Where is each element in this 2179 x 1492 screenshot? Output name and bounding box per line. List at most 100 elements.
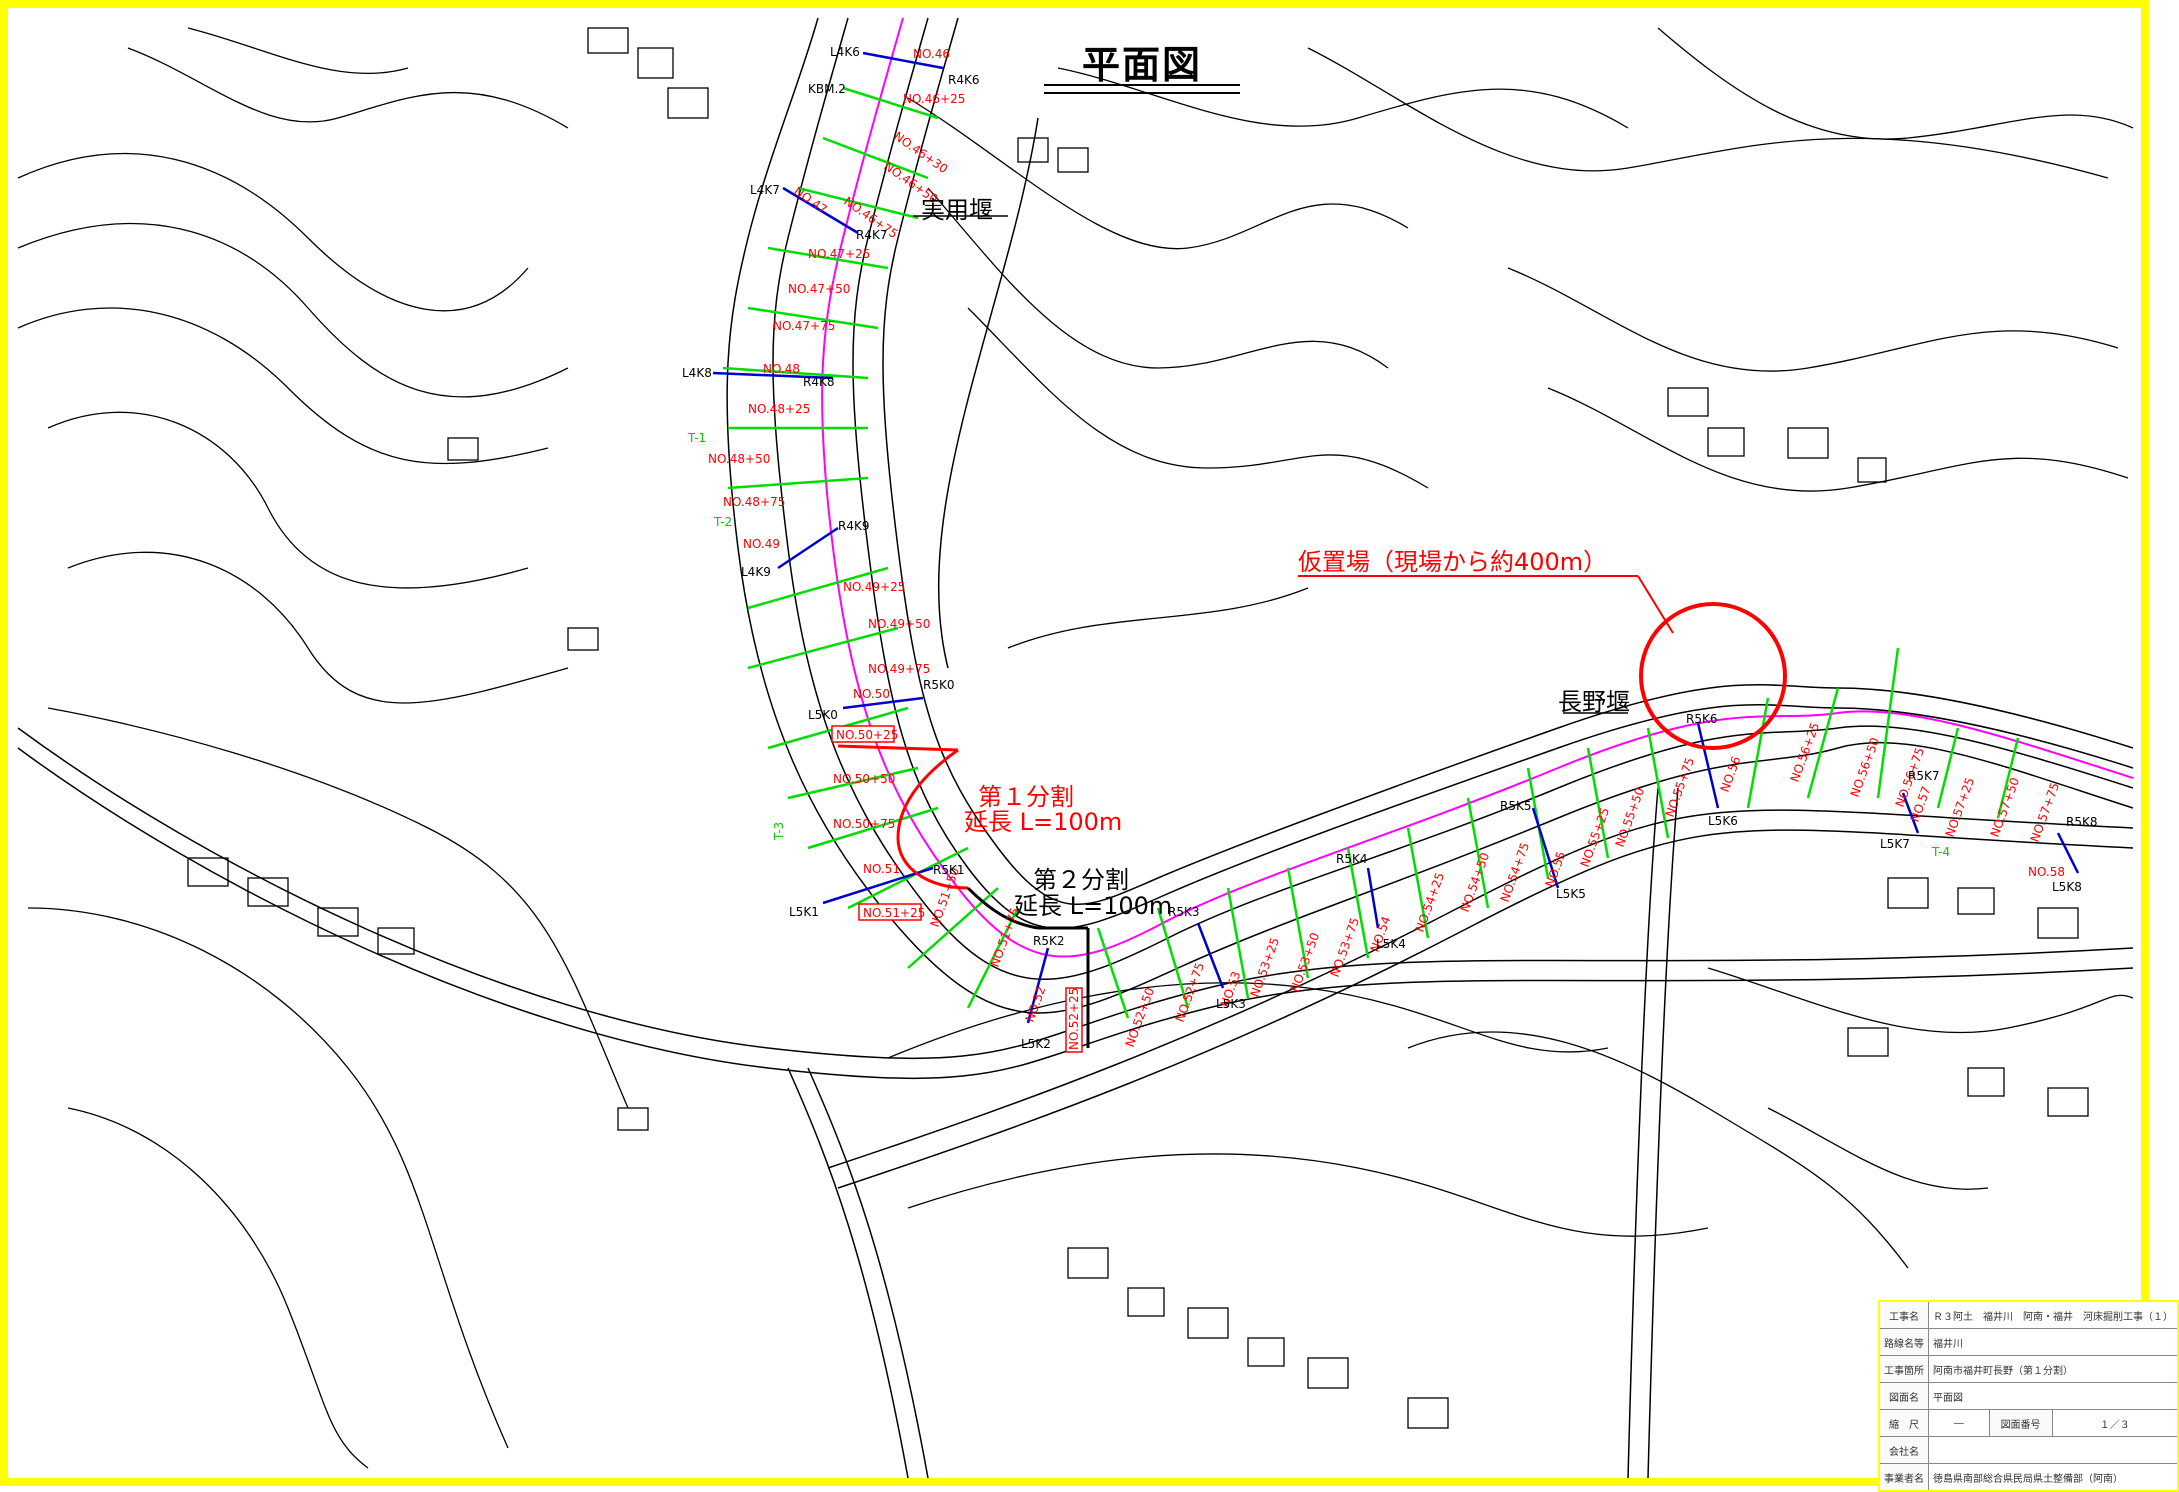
t-mark: T-2 — [713, 515, 732, 529]
benchmark-label-right: R5K8 — [2066, 815, 2097, 829]
division1-arc — [896, 748, 969, 890]
cross-section-lines — [722, 86, 2020, 1019]
title-block-row: 路線名等 福井川 — [1878, 1328, 2179, 1356]
station-label: NO.46 — [913, 47, 950, 61]
station-label: NO.50+50 — [833, 772, 895, 786]
weir-jitsuyo-label: 実用堰 — [921, 196, 993, 224]
division2-arc — [966, 886, 1039, 930]
benchmark-label-left: L5K2 — [1021, 1037, 1051, 1051]
benchmark-label-left: L5K7 — [1880, 837, 1910, 851]
title-block-key: 路線名等 — [1878, 1328, 1929, 1356]
boxed-station-label: NO.50+25 — [836, 728, 898, 742]
benchmark-label-left: L5K0 — [808, 708, 838, 722]
benchmark-label-right: R5K4 — [1336, 852, 1367, 866]
benchmark-label-left: L4K9 — [741, 565, 771, 579]
title-block-value: 平面図 — [1928, 1382, 2179, 1410]
benchmark-label-right: R5K0 — [923, 678, 954, 692]
title-block-key: 縮 尺 — [1878, 1409, 1929, 1437]
station-label: NO.53+50 — [1288, 931, 1322, 994]
station-label: NO.53+25 — [1248, 936, 1282, 999]
benchmark-label-right: R5K2 — [1033, 934, 1064, 948]
annotations: 実用堰 長野堰 仮置場（現場から約400m） 第１分割 延長 L=100m 第２… — [921, 196, 1630, 920]
title-block-value: 阿南市福井町長野（第１分割） — [1928, 1355, 2179, 1383]
division1-start-line — [837, 744, 959, 752]
benchmark-label-left: L4K8 — [682, 366, 712, 380]
title-block-row: 工事名 Ｒ３阿土 福井川 阿南・福井 河床掘削工事（１） — [1878, 1300, 2179, 1329]
title-block-table: 工事名 Ｒ３阿土 福井川 阿南・福井 河床掘削工事（１） 路線名等 福井川 工事… — [1878, 1300, 2179, 1492]
benchmark-label-left: L5K6 — [1708, 814, 1738, 828]
benchmark-label-right: R5K3 — [1168, 905, 1199, 919]
title-block-value — [1928, 1436, 2179, 1464]
benchmark-label-left: L5K1 — [789, 905, 819, 919]
station-label: NO.48 — [763, 362, 800, 376]
station-label: NO.57+50 — [1988, 776, 2022, 839]
buildings — [187, 27, 2089, 1429]
station-label: NO.57+75 — [2028, 781, 2062, 844]
station-label: NO.50 — [853, 687, 890, 701]
division2-length: 延長 L=100m — [1014, 892, 1172, 920]
station-label: NO.47+75 — [773, 319, 835, 333]
station-label: NO.49+75 — [868, 662, 930, 676]
station-label: NO.53+75 — [1328, 916, 1362, 979]
title-block-row: 会社名 — [1878, 1436, 2179, 1464]
temp-yard-circle — [1639, 602, 1787, 750]
station-label: NO.57+25 — [1943, 776, 1977, 839]
benchmark-labels: L4K6 L4K7 L4K8 L4K9 L5K0 L5K1 L5K2 L5K3 … — [682, 45, 2097, 1051]
t-mark: T-4 — [1931, 845, 1950, 859]
division1-title: 第１分割 — [978, 783, 1074, 811]
title-block-row: 図面名 平面図 — [1878, 1382, 2179, 1410]
benchmark-label-right: R4K9 — [838, 519, 869, 533]
title-block-row: 縮 尺 ― 図面番号 １／３ — [1878, 1409, 2179, 1437]
station-label: NO.47+25 — [808, 247, 870, 261]
benchmark-label-right: R5K5 — [1500, 799, 1531, 813]
station-label: NO.56 — [1718, 754, 1744, 794]
station-label: NO.46+25 — [903, 92, 965, 106]
station-label: NO.58 — [2028, 865, 2065, 879]
station-label: NO.48+75 — [723, 495, 785, 509]
temp-yard-leader-diagonal — [1637, 575, 1674, 634]
station-label: NO.55+25 — [1578, 806, 1612, 869]
division1-length: 延長 L=100m — [964, 808, 1122, 836]
benchmark-label-right: R5K1 — [933, 863, 964, 877]
station-label: NO.50+75 — [833, 817, 895, 831]
title-block-key: 事業者名 — [1878, 1463, 1929, 1492]
benchmark-label-right: R4K6 — [948, 73, 979, 87]
title-block-row: 工事箇所 阿南市福井町長野（第１分割） — [1878, 1355, 2179, 1383]
benchmark-label-right: R4K7 — [856, 228, 887, 242]
t-marks: T-1 T-2 T-3 T-4 — [687, 431, 1950, 859]
title-block-key: 図面番号 — [1988, 1409, 2053, 1437]
station-label: NO.51 — [863, 862, 900, 876]
boxed-station-labels: NO.50+25 NO.51+25 NO.52+25 — [831, 725, 1083, 1053]
benchmark-label-left: L4K6 — [830, 45, 860, 59]
station-label: NO.52 — [1023, 984, 1049, 1024]
plan-map: NO.46 NO.46+25 NO.46+30 NO.46+50 NO.46+7… — [17, 17, 2134, 1479]
sheet-title: 平面図 — [1081, 43, 1202, 87]
title-block-value: ― — [1928, 1409, 1990, 1437]
station-label: NO.48+25 — [748, 402, 810, 416]
title-block-row: 事業者名 徳島県南部総合県民局県土整備部（阿南） — [1878, 1463, 2179, 1492]
t-mark: T-3 — [772, 822, 786, 841]
benchmark-lines — [712, 51, 2080, 1024]
benchmark-label-left: L5K3 — [1216, 997, 1246, 1011]
title-block-key: 図面名 — [1878, 1382, 1929, 1410]
station-label: NO.54+75 — [1498, 841, 1532, 904]
station-label: NO.55+75 — [1663, 756, 1697, 819]
station-label: NO.49+50 — [868, 617, 930, 631]
temp-yard-label: 仮置場（現場から約400m） — [1298, 548, 1607, 576]
contour-lines — [17, 27, 2134, 1469]
title-block-value: 福井川 — [1928, 1328, 2179, 1356]
title-block-value: １／３ — [2051, 1409, 2179, 1437]
division2-title: 第２分割 — [1033, 866, 1129, 894]
station-label: NO.49+25 — [843, 580, 905, 594]
t-mark: T-1 — [687, 431, 706, 445]
station-label: NO.49 — [743, 537, 780, 551]
river-centerline — [821, 17, 2134, 958]
benchmark-label-right: R5K6 — [1686, 712, 1717, 726]
title-block-key: 会社名 — [1878, 1436, 1929, 1464]
title-block-key: 工事名 — [1878, 1300, 1929, 1329]
benchmark-label-left: L5K5 — [1556, 887, 1586, 901]
benchmark-label-left: L5K8 — [2052, 880, 2082, 894]
benchmark-label-right: R4K8 — [803, 375, 834, 389]
kbm-label: KBM.2 — [808, 82, 846, 96]
station-label: NO.48+50 — [708, 452, 770, 466]
